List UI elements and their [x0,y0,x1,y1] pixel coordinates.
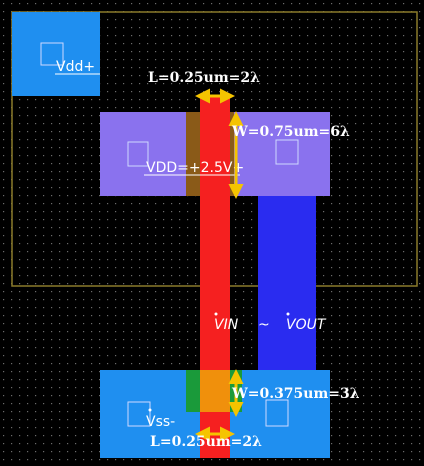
vin-marker [214,312,218,316]
nmos-width-label: W=0.375um=3λ [231,386,360,402]
nmos-drain-contact [265,399,289,427]
nmos-gate-channel [200,370,230,412]
vin-label: VIN [214,317,239,333]
vout-label: VOUT [286,317,327,333]
pmos-width-label: W=0.75um=6λ [231,124,350,140]
vss-marker [148,408,152,412]
vdd-metal-pad [12,12,100,96]
vdd-contact [40,42,64,66]
pmos-source-contact [127,141,149,167]
vss-pin-label: Vss- [146,414,175,430]
vout-tilde: ~ [258,317,270,333]
nmos-source-contact [127,401,151,427]
vout-marker [286,312,290,316]
vout-metal2 [258,196,316,370]
vdd-net-label: VDD=+2.5V+ [146,160,244,176]
pmos-length-label: L=0.25um=2λ [148,70,260,86]
pmos-gate-overlap [200,112,230,196]
nmos-metal-drain [242,370,330,458]
vdd-pin-label: Vdd+ [56,59,95,75]
nmos-length-label: L=0.25um=2λ [150,434,262,450]
pmos-drain-contact [275,139,299,165]
